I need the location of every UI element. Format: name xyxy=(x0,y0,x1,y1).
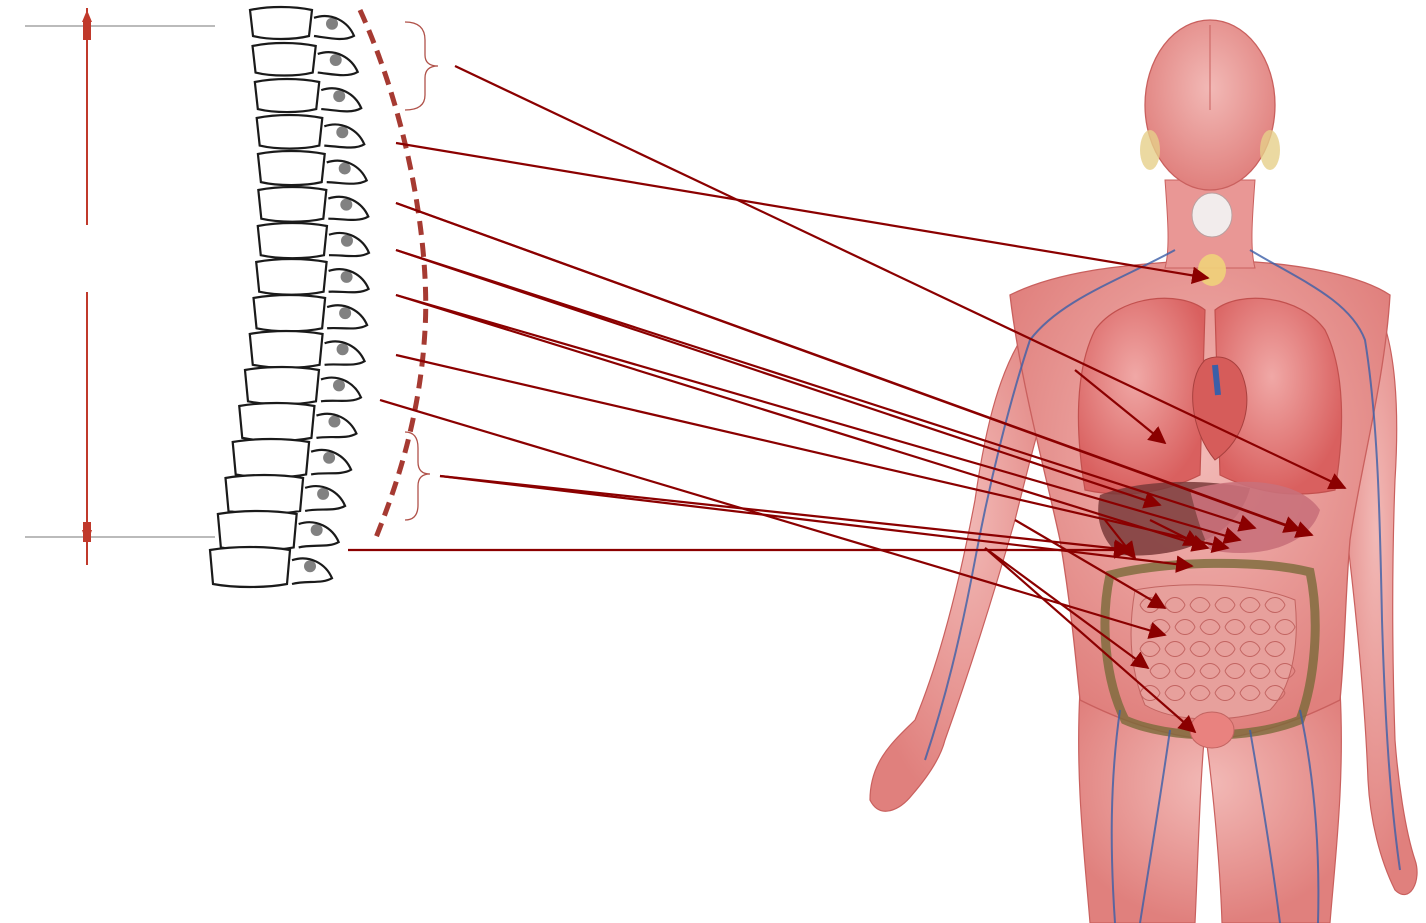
vertebra-shade xyxy=(304,560,316,572)
spine-curve-dashed xyxy=(360,10,426,540)
vertebra-body xyxy=(239,403,314,441)
vertebra-body xyxy=(258,187,326,222)
vertebra-shade xyxy=(340,199,352,211)
body-illustration xyxy=(870,20,1417,923)
vertebra-body xyxy=(250,331,323,368)
vertebral-column xyxy=(210,7,369,587)
vertebra-shade xyxy=(333,379,345,391)
vertebra-shade xyxy=(339,162,351,174)
vertebra-body xyxy=(255,79,319,112)
vertebra-body xyxy=(233,439,309,477)
vertebra-body xyxy=(218,511,297,550)
arrow-vertebra-1-to-throat xyxy=(396,143,1208,278)
bladder xyxy=(1190,712,1234,748)
vertebra-shade xyxy=(330,54,342,66)
vertebra-shade xyxy=(336,126,348,138)
vertebra-shade xyxy=(317,488,329,500)
left-lung xyxy=(1078,298,1205,494)
arrow-lower-group-to-liver xyxy=(440,476,1130,550)
vertebra-shade xyxy=(341,271,353,283)
vertebra-body xyxy=(245,367,319,404)
vertebra-shade xyxy=(341,235,353,247)
vertebra-shade xyxy=(337,343,349,355)
upper-bracket xyxy=(405,22,438,110)
vertebra-body xyxy=(210,547,290,587)
spine-illustration xyxy=(25,7,438,587)
vertebra-body xyxy=(257,115,323,149)
vertebra-body xyxy=(226,475,304,514)
vertebra-body xyxy=(254,295,326,331)
height-measure xyxy=(25,8,215,565)
vertebra-shade xyxy=(311,524,323,536)
vertebra-body xyxy=(258,223,327,258)
vertebra-body xyxy=(256,259,326,295)
vertebra-body xyxy=(253,43,316,76)
vertebra-shade xyxy=(326,18,338,30)
vertebra-shade xyxy=(328,416,340,428)
vertebra-shade xyxy=(339,307,351,319)
vertebra-shade xyxy=(323,452,335,464)
vertebra-body xyxy=(250,7,312,39)
vertebra-shade xyxy=(333,90,345,102)
vertebra-body xyxy=(258,151,325,185)
